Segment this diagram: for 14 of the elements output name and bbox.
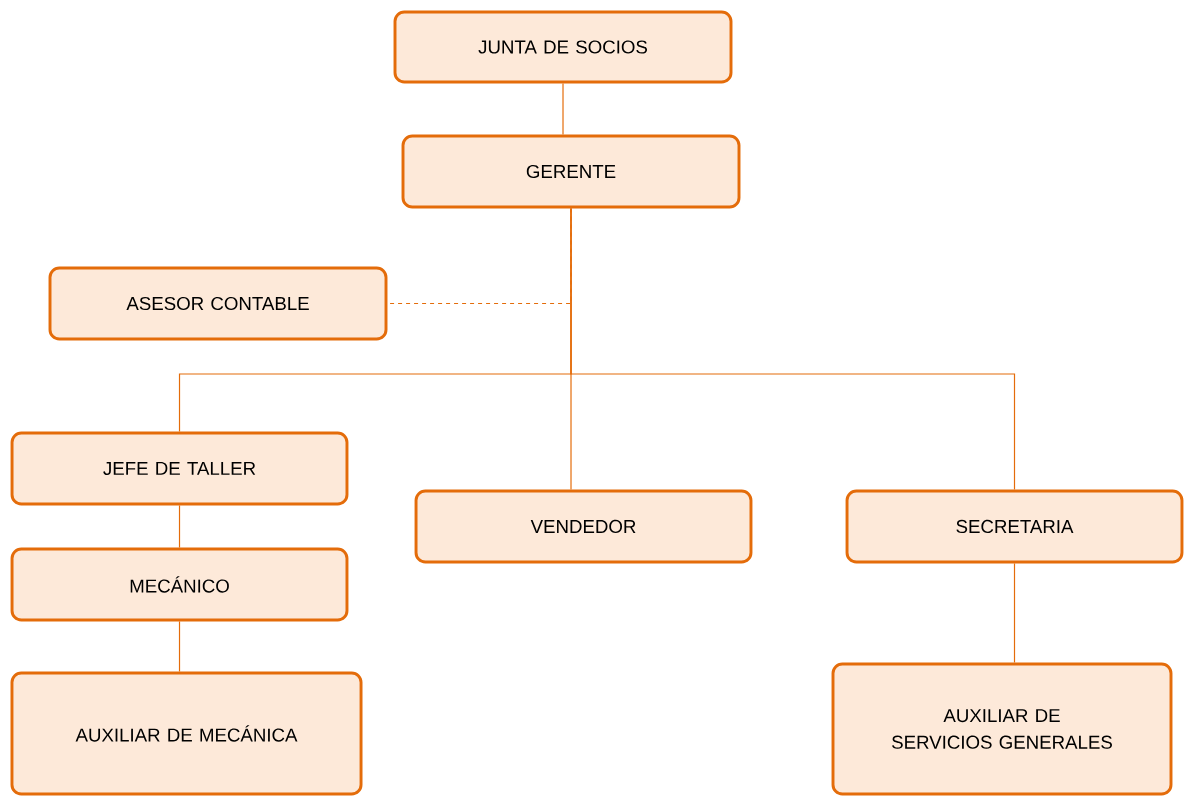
org-box: JUNTA DE SOCIOS (393, 10, 733, 84)
connector-line (562, 82, 564, 136)
connector-line (178, 504, 181, 549)
org-box: SECRETARIA (845, 489, 1184, 564)
connector-line (178, 620, 181, 673)
connector-line (570, 207, 1016, 491)
org-box: MECÁNICO (10, 547, 349, 622)
connector-line (1013, 562, 1016, 664)
org-box: VENDEDOR (414, 489, 753, 564)
org-box: GERENTE (401, 134, 741, 209)
org-box: AUXILIAR DE MECÁNICA (10, 671, 363, 796)
org-box: JEFE DE TALLER (10, 431, 349, 506)
org-box: AUXILIAR DE SERVICIOS GENERALES (831, 662, 1173, 796)
org-box: ASESOR CONTABLE (48, 266, 388, 341)
